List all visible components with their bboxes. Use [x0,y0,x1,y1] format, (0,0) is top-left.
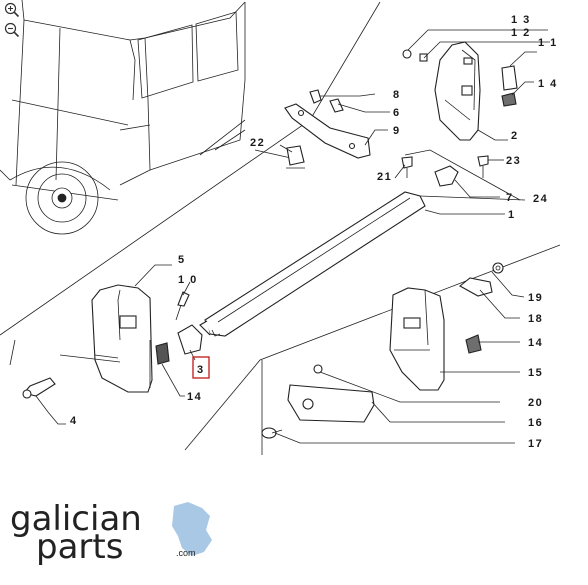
callout-9[interactable]: 9 [393,125,401,137]
highlight-box-part-3 [192,356,210,379]
callout-19[interactable]: 19 [528,292,543,304]
cap-part-7 [434,165,459,187]
callout-14-right[interactable]: 14 [528,337,543,349]
callout-20[interactable]: 20 [528,397,543,409]
screw-part-4 [22,377,56,413]
left-end-cap [59,284,153,393]
callout-13[interactable]: 1 3 [511,14,531,26]
callout-18[interactable]: 18 [528,313,543,325]
pad-part-14-right [465,334,482,354]
callout-7[interactable]: 7 [506,192,514,204]
callout-11[interactable]: 1 1 [538,37,558,49]
bolt-part-23 [477,155,489,178]
zoom-out-icon[interactable] [4,22,20,38]
lower-bracket-part-16 [287,384,375,423]
callout-16[interactable]: 16 [528,417,543,429]
callout-10[interactable]: 1 0 [178,274,198,286]
small-clip-12 [419,53,428,62]
logo-line-2: parts [36,527,123,566]
button-part-17 [261,427,283,439]
upper-right-bracket [434,41,481,141]
pad-part-14-top [501,92,517,107]
right-end-cap [389,287,445,391]
callout-6[interactable]: 6 [393,107,401,119]
galicianparts-logo: galician parts .com [10,499,212,566]
bolt-part-8 [309,89,322,104]
logo-map-accent [172,502,212,556]
callout-17[interactable]: 17 [528,438,543,450]
clip-part-11 [501,65,518,91]
small-nut-13 [402,49,412,59]
leader-lines [47,29,550,444]
callout-24[interactable]: 24 [533,193,548,205]
callout-5[interactable]: 5 [178,254,186,266]
bracket-part-9 [284,103,371,159]
end-piece-part-3 [177,324,203,355]
callout-3[interactable]: 3 [197,364,205,376]
callout-21[interactable]: 21 [377,171,392,183]
zoom-in-icon[interactable] [4,2,20,18]
callout-15[interactable]: 15 [528,367,543,379]
logo-suffix: .com [176,548,196,558]
callout-22[interactable]: 22 [250,137,265,149]
pad-part-14-left [155,342,170,365]
logo-line-1: galician [10,499,142,539]
callout-23[interactable]: 23 [506,155,521,167]
bolt-part-10 [175,291,190,321]
bolt-part-20 [313,364,323,374]
callout-14-left[interactable]: 14 [187,391,202,403]
callout-14[interactable]: 1 4 [538,78,558,90]
callout-4[interactable]: 4 [70,415,78,427]
callout-12[interactable]: 1 2 [511,27,531,39]
nut-part-19 [492,262,504,274]
bracket-part-18 [459,277,493,297]
clip-part-22 [286,145,305,169]
part-labels: 1 3 1 2 1 1 1 4 8 6 9 2 22 23 21 7 24 1 … [70,14,558,450]
callout-2[interactable]: 2 [511,130,519,142]
sill-bar [199,191,426,337]
bolt-part-6 [329,98,344,113]
van-illustration [0,0,246,235]
callout-1[interactable]: 1 [508,209,516,221]
callout-8[interactable]: 8 [393,89,401,101]
